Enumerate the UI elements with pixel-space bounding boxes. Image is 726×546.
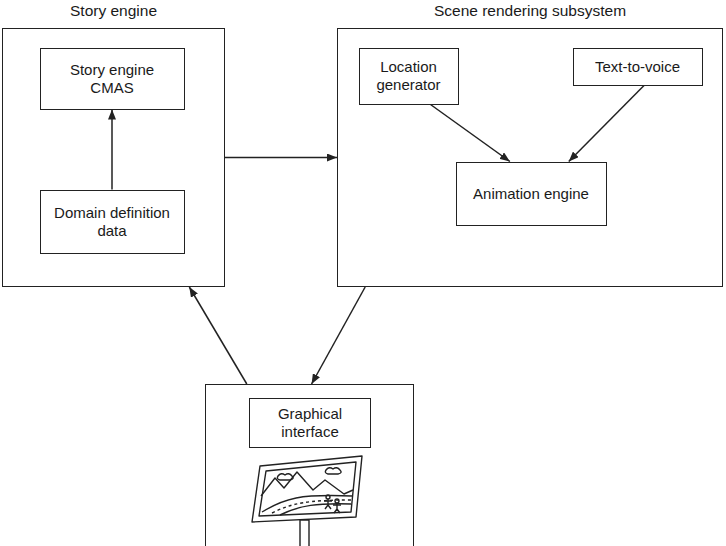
stick-figure (333, 503, 341, 513)
process-box: Text-to-voice (573, 48, 703, 86)
arrow-connector (189, 287, 246, 384)
box-label: Domain definition data (41, 200, 184, 244)
monitor-stand (300, 520, 309, 546)
stick-figure (335, 499, 339, 503)
arrow-connector (225, 157, 337, 159)
arrow-connector (569, 86, 644, 162)
container-box: Story engine CMASDomain definition dataS… (2, 28, 225, 287)
box-label: Graphical interface (249, 398, 371, 448)
box-label: Location generator (360, 54, 458, 98)
cloud (325, 468, 341, 474)
arrow-connector (431, 105, 510, 162)
mountains (261, 472, 353, 496)
monitor-screen (252, 456, 362, 522)
screen-inner (259, 462, 356, 516)
arrow-connector (111, 110, 113, 190)
box-label: Text-to-voice (586, 54, 689, 80)
stick-figure (326, 495, 330, 499)
process-box: Animation engine (456, 162, 607, 226)
road-center (272, 500, 351, 513)
terminal-box: Graphical interface (205, 384, 414, 546)
box-label: Story engine CMAS (41, 57, 184, 101)
arrow-connector (312, 287, 366, 384)
cloud (277, 474, 293, 480)
process-box: Story engine CMAS (40, 48, 185, 110)
process-box: Location generator (359, 48, 459, 105)
container-box: Location generator Text-to-voiceAnimation… (337, 28, 723, 287)
stick-figure (324, 499, 332, 509)
group-heading: Story engine (3, 2, 224, 21)
process-box: Domain definition data (40, 190, 185, 254)
group-heading: Scene rendering subsystem (338, 2, 722, 21)
box-label: Animation engine (464, 181, 598, 207)
